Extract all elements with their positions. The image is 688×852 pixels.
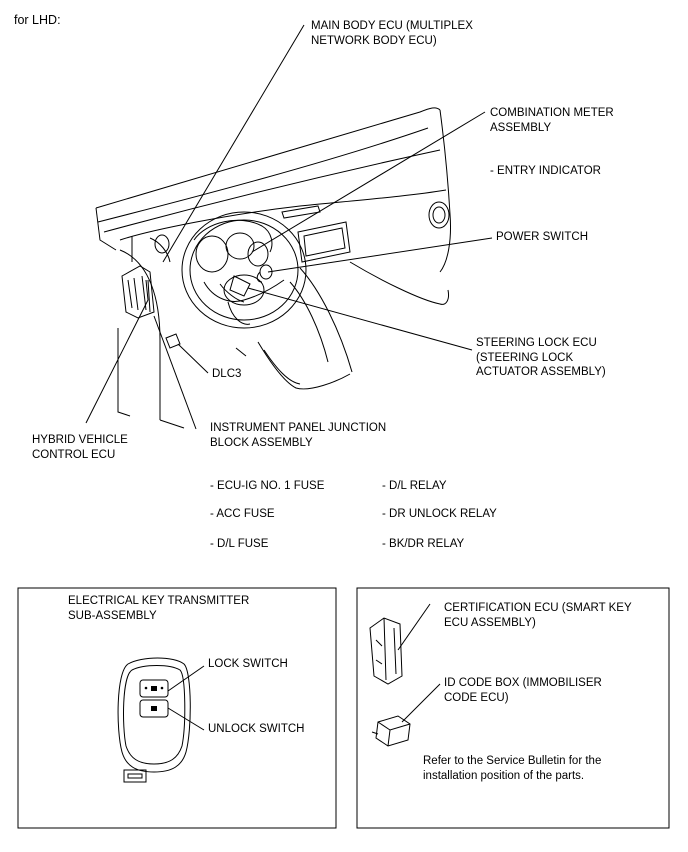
key-fob-illustration: [117, 657, 205, 783]
certification-ecu-label: CERTIFICATION ECU (SMART KEY ECU ASSEMBL…: [444, 601, 632, 630]
steering-lock-ecu-line-1: STEERING LOCK ECU: [476, 337, 597, 349]
main-body-ecu-label: MAIN BODY ECU (MULTIPLEX NETWORK BODY EC…: [311, 19, 473, 48]
combination-meter-line-2: ASSEMBLY: [490, 121, 552, 134]
certification-ecu-line-1: CERTIFICATION ECU (SMART KEY: [444, 602, 632, 614]
service-bulletin-note-line-2: installation position of the parts.: [423, 769, 585, 782]
fuse-acc: - ACC FUSE: [210, 508, 275, 520]
junction-block-line-1: INSTRUMENT PANEL JUNCTION: [210, 422, 387, 434]
id-code-box-line-1: ID CODE BOX (IMMOBILISER: [444, 677, 602, 689]
fuse-dl: - D/L FUSE: [210, 538, 269, 550]
power-switch-label: POWER SWITCH: [496, 231, 588, 243]
certification-ecu-line-2: ECU ASSEMBLY): [444, 616, 536, 629]
key-transmitter-title-line-2: SUB-ASSEMBLY: [68, 609, 157, 622]
leader-lines: [85, 24, 493, 430]
junction-block-label: INSTRUMENT PANEL JUNCTION BLOCK ASSEMBLY: [210, 421, 386, 450]
key-transmitter-panel: [17, 587, 337, 829]
combination-meter-line-1: COMBINATION METER: [490, 107, 614, 119]
unlock-switch-label: UNLOCK SWITCH: [208, 723, 305, 735]
relay-bk-dr: - BK/DR RELAY: [382, 538, 465, 550]
service-bulletin-note-line-1: Refer to the Service Bulletin for the: [423, 755, 602, 767]
hybrid-vehicle-ecu-line-2: CONTROL ECU: [32, 448, 116, 461]
id-code-box-line-2: CODE ECU): [444, 691, 509, 704]
id-code-box-label: ID CODE BOX (IMMOBILISER CODE ECU): [444, 676, 602, 705]
steering-lock-ecu-label: STEERING LOCK ECU (STEERING LOCK ACTUATO…: [476, 336, 606, 380]
entry-indicator-label: - ENTRY INDICATOR: [490, 165, 601, 177]
hybrid-vehicle-ecu-line-1: HYBRID VEHICLE: [32, 434, 128, 446]
lock-switch-label: LOCK SWITCH: [208, 658, 288, 670]
relay-dr-unlock: - DR UNLOCK RELAY: [382, 508, 497, 520]
combination-meter-label: COMBINATION METER ASSEMBLY: [490, 106, 614, 135]
fuse-ecu-ig-no1: - ECU-IG NO. 1 FUSE: [210, 480, 325, 492]
steering-lock-ecu-line-2: (STEERING LOCK: [476, 351, 574, 364]
relay-dl: - D/L RELAY: [382, 480, 447, 492]
service-bulletin-note: Refer to the Service Bulletin for the in…: [423, 754, 601, 783]
key-transmitter-title: ELECTRICAL KEY TRANSMITTER SUB-ASSEMBLY: [68, 594, 249, 623]
steering-lock-ecu-line-3: ACTUATOR ASSEMBLY): [476, 366, 606, 378]
dashboard-illustration: [95, 107, 451, 429]
id-code-box-illustration: [371, 683, 441, 747]
dlc3-label: DLC3: [212, 368, 242, 380]
main-body-ecu-line-2: NETWORK BODY ECU): [311, 34, 437, 47]
main-body-ecu-line-1: MAIN BODY ECU (MULTIPLEX: [311, 20, 473, 32]
variant-label: for LHD:: [14, 13, 61, 27]
key-fob-icons: [144, 686, 164, 711]
ecu-panel: [356, 587, 670, 829]
key-transmitter-title-line-1: ELECTRICAL KEY TRANSMITTER: [68, 595, 250, 607]
certification-ecu-illustration: [369, 603, 431, 685]
hybrid-vehicle-ecu-label: HYBRID VEHICLE CONTROL ECU: [32, 433, 128, 462]
junction-block-line-2: BLOCK ASSEMBLY: [210, 436, 313, 449]
